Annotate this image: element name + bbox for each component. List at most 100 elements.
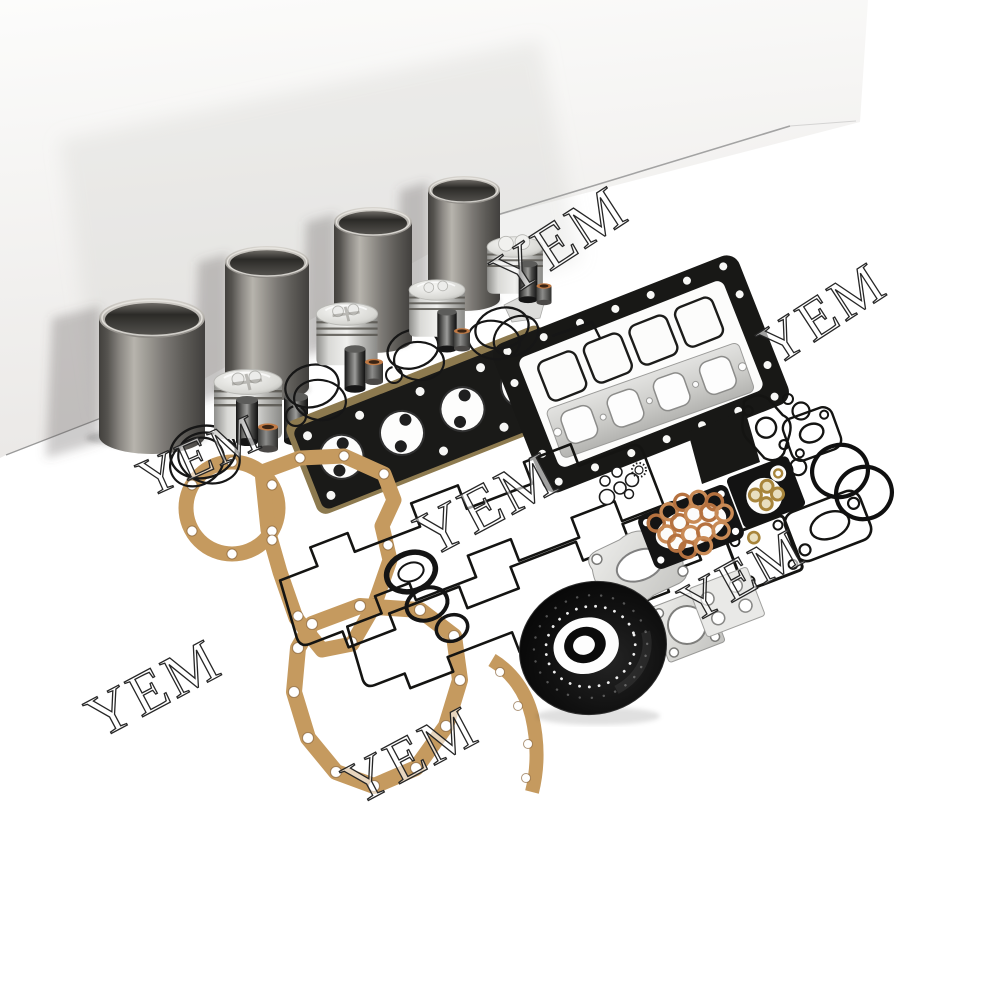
gasket-band <box>488 653 544 794</box>
square-outline-gasket <box>724 514 804 592</box>
bolt-hole <box>186 525 198 537</box>
bolt-hole <box>454 674 466 686</box>
bolt-hole <box>378 468 390 480</box>
liner-bore <box>432 179 496 203</box>
backdrop-crease-fade <box>789 120 857 127</box>
bolt-hole <box>591 553 603 565</box>
bushing-bore <box>368 360 380 364</box>
bolt-hole <box>415 386 425 396</box>
bolt-hole <box>677 565 689 577</box>
center-hole <box>809 509 851 541</box>
grommet <box>454 415 467 428</box>
black-o-ring-set <box>383 549 470 644</box>
bolt-hole <box>611 304 620 313</box>
gold-washer <box>769 486 785 502</box>
grommet <box>333 464 346 477</box>
piston-ring <box>392 340 446 382</box>
window-outline <box>673 296 725 348</box>
bushing-bottom <box>536 299 552 306</box>
piston-ring <box>474 306 530 350</box>
hole <box>700 591 715 607</box>
window-outline <box>537 350 588 402</box>
pin-body <box>437 312 457 349</box>
bolt-hole <box>539 333 548 342</box>
gear-ring <box>631 462 647 478</box>
white-o-ring <box>611 466 623 478</box>
seal-dot-ring <box>544 604 637 689</box>
bolt-hole <box>354 600 366 612</box>
copper-washer <box>693 535 714 556</box>
bolt-hole <box>368 780 380 792</box>
bolt-hole <box>731 527 740 535</box>
piston-ring-set-2 <box>284 363 347 422</box>
bolt-hole <box>554 477 563 486</box>
ring-groove <box>409 302 465 305</box>
crown-highlight <box>324 304 368 312</box>
bushing-body <box>258 427 278 449</box>
bolt-hole <box>410 762 422 774</box>
white-o-ring <box>613 481 627 495</box>
liner-bore <box>105 303 199 336</box>
hole <box>738 598 753 613</box>
outline <box>724 514 804 592</box>
tan-rear-cover-gasket <box>286 598 468 794</box>
bolt-hole <box>503 347 512 356</box>
pin-body <box>518 264 538 300</box>
bore-opening <box>439 386 486 433</box>
thermostat-outline-gasket-large <box>783 489 873 563</box>
bolt-hole <box>495 667 505 677</box>
ring-groove <box>487 265 543 268</box>
wall-shadow <box>46 306 100 458</box>
valve-relief <box>498 235 514 252</box>
gear-ring-inner <box>634 465 644 475</box>
bushing-bore <box>539 284 549 288</box>
liner-rim-highlight <box>101 299 203 337</box>
grommet <box>394 440 407 453</box>
piston-pin-1 <box>236 396 258 446</box>
center-hole <box>798 422 825 444</box>
bolt-hole <box>510 378 519 387</box>
bolt-hole <box>627 449 636 458</box>
outline-gasket-corner <box>551 320 602 339</box>
circlip <box>284 404 308 428</box>
bolt-hole <box>302 431 312 441</box>
piston-pin-4 <box>518 260 538 304</box>
hole <box>553 427 563 437</box>
bolt-hole <box>819 409 830 420</box>
bolt-hole <box>657 556 665 564</box>
bolt-hole <box>682 276 691 285</box>
copper-washer <box>714 503 734 523</box>
ring-groove <box>316 333 378 336</box>
bolt-hole <box>326 490 336 500</box>
cylinder-liner-1 <box>99 298 205 454</box>
seal-dot-ring-outer <box>532 593 649 700</box>
piston-3 <box>408 279 466 337</box>
bolt-hole <box>513 701 523 711</box>
rocker-window-outlines <box>537 296 725 402</box>
liner-bore <box>339 211 407 236</box>
bolt-hole <box>798 543 812 557</box>
port-hole <box>560 404 599 445</box>
white-o-ring <box>624 472 640 488</box>
valve-relief <box>423 282 435 293</box>
bolt-hole <box>292 610 304 622</box>
bushing-1 <box>258 423 278 453</box>
bushing-bore <box>457 329 467 333</box>
cylinder-liner-2 <box>225 246 309 401</box>
hole <box>599 413 607 421</box>
outline <box>741 394 792 462</box>
pin-bottom <box>344 385 366 393</box>
white-o-ring-cluster <box>598 462 647 506</box>
white-o-ring <box>599 475 611 487</box>
crown-machining <box>332 306 360 322</box>
bolt-hole <box>288 686 300 698</box>
bushing-bottom <box>454 345 470 352</box>
o-ring <box>434 612 470 644</box>
gold-washer <box>758 496 774 512</box>
piston-4 <box>486 234 544 294</box>
port-hole <box>606 388 645 428</box>
large-o-ring <box>810 442 870 500</box>
liner-bore <box>230 250 304 277</box>
ring-groove <box>487 259 543 262</box>
